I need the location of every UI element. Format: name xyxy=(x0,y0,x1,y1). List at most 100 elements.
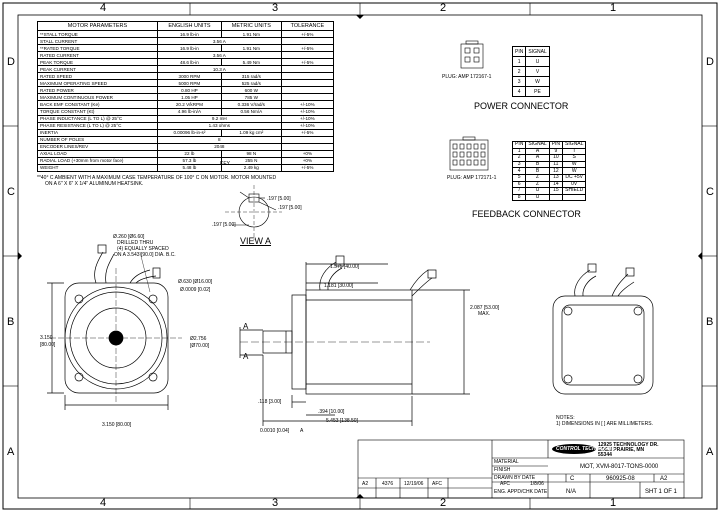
table-cell: 98 N xyxy=(220,149,282,158)
table-cell: WEIGHT xyxy=(37,163,158,172)
table-cell: 11 xyxy=(548,160,564,169)
table-cell: +/-10% xyxy=(280,121,335,130)
table-cell xyxy=(280,72,335,81)
dim-118: .118 [3.00] xyxy=(258,399,282,405)
table-cell: RATED SPEED xyxy=(37,72,158,81)
zone-bottom-3: 3 xyxy=(272,497,279,509)
table-cell xyxy=(280,65,335,74)
rear-view-drawing xyxy=(552,263,654,395)
table-cell: 255 N xyxy=(220,156,282,165)
shaft-dia-dim: Ø.630 [Ø16.00] xyxy=(178,279,213,285)
zone-left-c: C xyxy=(7,186,15,198)
table-cell: INERTIA xyxy=(37,128,158,137)
zone-bottom-1: 1 xyxy=(610,497,617,509)
company-address-1: 12925 TECHNOLOGY DR. xyxy=(598,442,659,448)
power-plug-label: PLUG: AMP 172167-1 xyxy=(442,74,492,80)
table-cell: +/-5% xyxy=(280,29,335,39)
company-address-2: EDEN PRAIRIE, MN xyxy=(598,447,645,453)
zone-left-b: B xyxy=(7,316,15,328)
view-a-dim-1: .197 [5.00] xyxy=(267,196,291,202)
table-cell: +0% xyxy=(280,156,335,165)
dim-max: MAX. xyxy=(478,311,491,317)
table-cell: PHASE RESISTANCE (L TO L) @ 25°C xyxy=(37,121,158,130)
finish-label: FINISH xyxy=(494,467,511,473)
table-cell: +0% xyxy=(280,149,335,158)
dim-2087: 2.087 [53.00] xyxy=(470,305,500,311)
holes-note-1: Ø.260 [Ø6.60] xyxy=(113,234,145,240)
table-cell: +/-10% xyxy=(280,100,335,109)
table-cell: TORQUE CONSTANT (Kt) xyxy=(37,107,158,116)
table-cell xyxy=(280,86,335,95)
front-height-mm: [80.00] xyxy=(40,342,56,348)
drawing-number: 960925-08 xyxy=(606,476,635,482)
table-cell: 8 xyxy=(156,135,282,144)
key-label: KEY xyxy=(220,161,231,167)
table-cell: W xyxy=(562,160,587,169)
table-cell: RATED CURRENT xyxy=(37,51,158,60)
table-cell: 57.3 lb xyxy=(156,156,222,165)
zone-left-a: A xyxy=(7,446,15,458)
table-cell: STALL CURRENT xyxy=(37,37,158,46)
notes-line-1: 1) DIMENSIONS IN [ ] ARE MILLIMETERS. xyxy=(556,421,653,427)
company-address-3: 55344 xyxy=(598,452,612,458)
datum-a-top: A xyxy=(243,322,249,331)
table-cell: BACK EMF CONSTANT (Ke) xyxy=(37,100,158,109)
material-label: MATERIAL xyxy=(494,459,519,465)
table-cell: 1.05 HP xyxy=(156,93,222,102)
zone-right-a: A xyxy=(706,446,714,458)
table-cell: 1.91 Nm xyxy=(220,29,282,39)
drawing-scale: N/A xyxy=(566,489,577,495)
dim-1575: 1.575 [40.00] xyxy=(330,264,360,270)
eng-appr-label: ENG. APPD/CHK DATE xyxy=(494,489,548,495)
zone-bottom-2: 2 xyxy=(440,497,447,509)
front-width-dim: 3.150 [80.00] xyxy=(102,422,132,428)
view-a-dim-3: .197 [5.00] xyxy=(212,222,236,228)
dim-394: .394 [10.00] xyxy=(318,409,345,415)
holes-note-3: (4) EQUALLY SPACED xyxy=(117,246,169,252)
table-cell: +/-5% xyxy=(280,58,335,67)
table-cell xyxy=(548,193,564,202)
table-cell: U xyxy=(525,56,550,67)
table-cell: SHIELD xyxy=(562,187,587,195)
table-cell: MAXIMUM OPERATING SPEED xyxy=(37,79,158,88)
notes-title: NOTES: xyxy=(556,415,575,421)
drawn-by-value: AFC xyxy=(500,481,510,487)
view-a-drawing xyxy=(225,185,282,240)
front-height-dim: 3.150 xyxy=(40,335,53,341)
power-plug-icon xyxy=(460,40,484,69)
power-header: PIN xyxy=(511,46,527,57)
table-cell: 15 xyxy=(548,187,564,195)
table-cell: PHASE INDUCTANCE (L TO L) @ 25°C xyxy=(37,114,158,123)
params-header: MOTOR PARAMETERS xyxy=(37,21,158,31)
table-cell: **RATED TORQUE xyxy=(37,44,158,53)
table-cell: 2048 xyxy=(156,142,282,151)
table-cell: 0.56 Nm/A xyxy=(220,107,282,116)
table-cell: RATED POWER xyxy=(37,86,158,95)
params-header: METRIC UNITS xyxy=(220,21,282,31)
table-cell: 600 W xyxy=(220,86,282,95)
table-cell: 16.9 lb-in xyxy=(156,44,222,53)
table-cell xyxy=(280,135,335,144)
datum-a-bottom: A xyxy=(243,352,249,361)
side-view-drawing xyxy=(239,255,470,426)
table-cell: 2 xyxy=(511,66,527,77)
params-note-2: ON A 6" X 6" X 1/4" ALUMINUM HEATSINK. xyxy=(45,181,144,187)
table-cell: MAXIMUM CONTINUOUS POWER xyxy=(37,93,158,102)
